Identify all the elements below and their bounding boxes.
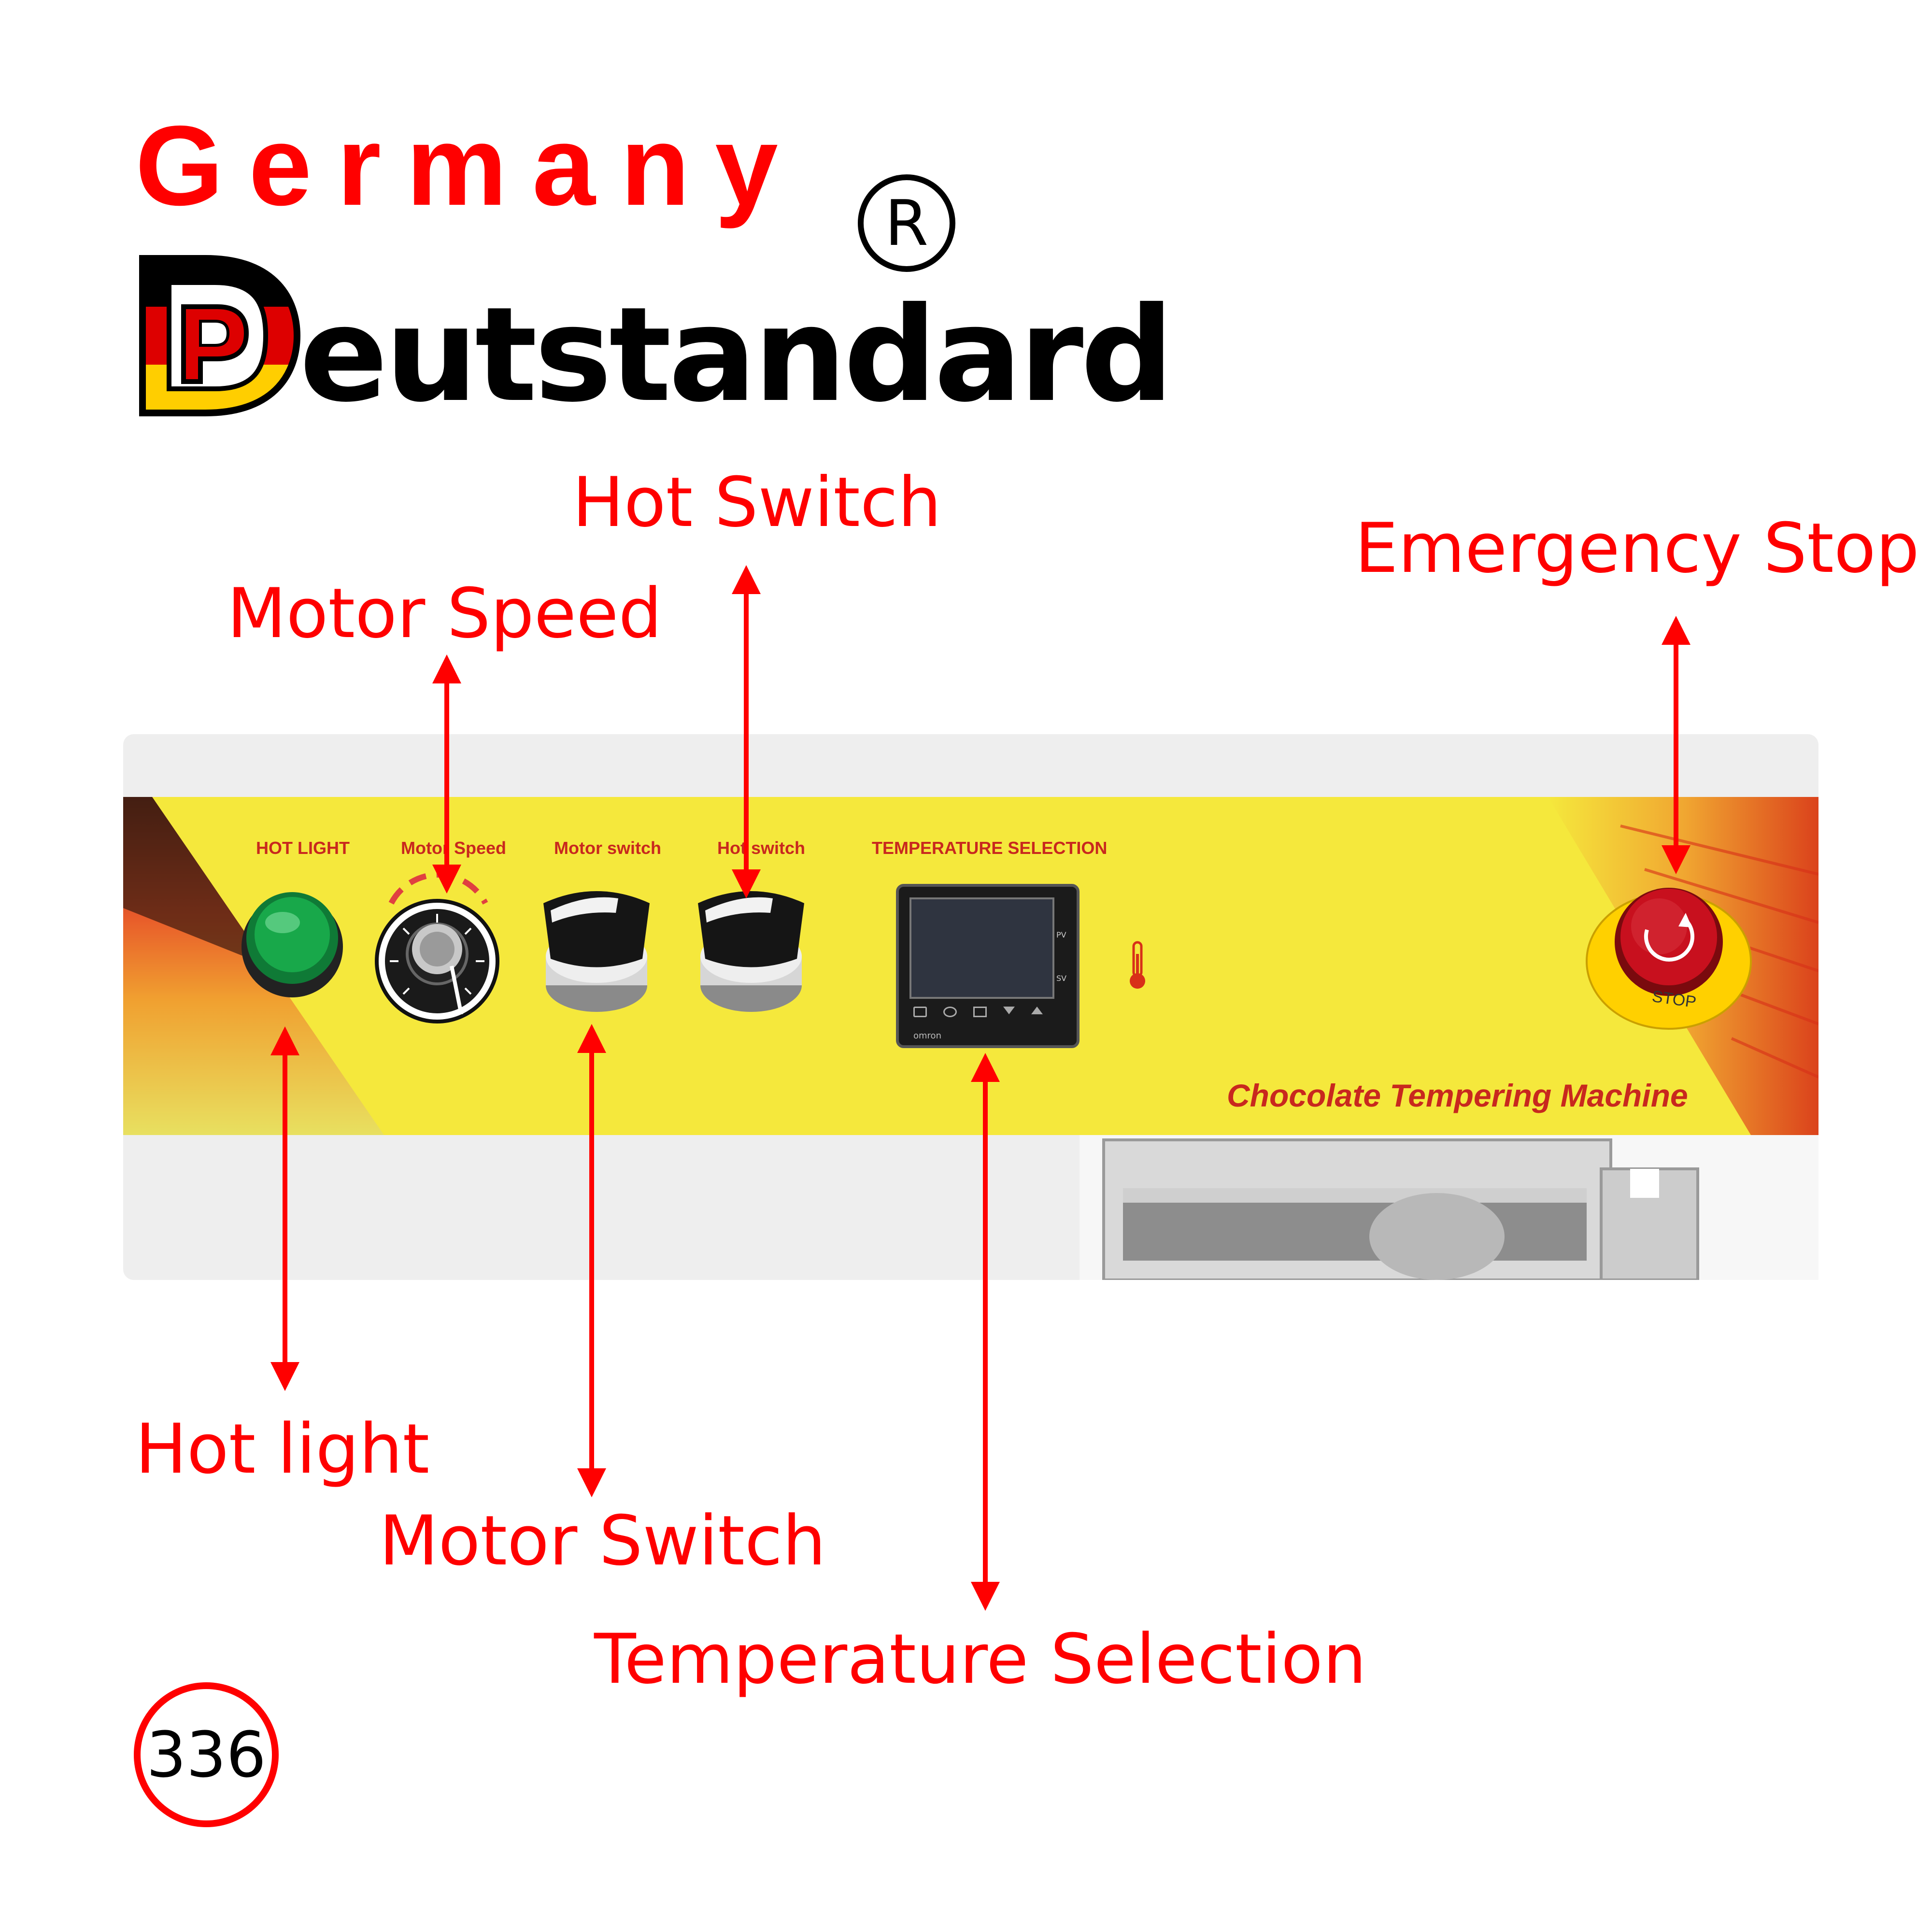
control-panel: HOT LIGHT Motor Speed Motor switch Hot s… [123, 797, 1818, 1135]
controller-keypad [913, 1007, 1043, 1017]
motor-switch-knob[interactable] [534, 884, 659, 1024]
thermometer-icon [1130, 941, 1145, 989]
controller-key-down-icon[interactable] [1003, 1007, 1015, 1014]
temperature-controller[interactable]: PV SV omron [896, 884, 1080, 1048]
controller-brand: omron [913, 1031, 941, 1041]
controller-key-mode-icon[interactable] [913, 1007, 927, 1017]
hot-light-lamp [242, 892, 343, 997]
number-badge: 336 [134, 1682, 279, 1827]
callout-emergency-stop: Emergency Stop [1355, 509, 1919, 588]
controller-key-level-icon[interactable] [943, 1007, 957, 1017]
panel-label-motor-switch: Motor switch [554, 838, 661, 858]
registered-mark: ® R [856, 172, 957, 274]
chrome-bracket-icon [1102, 1138, 1699, 1280]
brand-germany-text: Germany [135, 102, 803, 229]
hot-switch-knob[interactable] [688, 884, 814, 1024]
sv-indicator: SV [1056, 974, 1067, 983]
number-badge-text: 336 [146, 1718, 267, 1791]
registered-circle-icon [858, 174, 955, 272]
panel-footer-title: Chocolate Tempering Machine [1227, 1078, 1688, 1113]
panel-label-hot-switch: Hot switch [717, 838, 806, 858]
callout-motor-speed: Motor Speed [227, 574, 662, 653]
callout-motor-switch: Motor Switch [379, 1501, 826, 1581]
pv-indicator: PV [1056, 930, 1066, 939]
callout-hot-light: Hot light [135, 1409, 430, 1489]
panel-label-hot-light: HOT LIGHT [256, 838, 350, 858]
callout-temperature-selection: Temperature Selection [594, 1619, 1367, 1699]
brand-deutstandard-text: eutstandard [299, 279, 1174, 431]
temperature-display [909, 897, 1054, 999]
emergency-stop-button[interactable] [1582, 874, 1756, 1034]
controller-key-shift-icon[interactable] [973, 1007, 987, 1017]
panel-label-motor-speed: Motor Speed [401, 838, 507, 858]
motor-speed-dial[interactable] [365, 869, 505, 1024]
callout-hot-switch: Hot Switch [572, 463, 941, 542]
brand-d-logo-icon [139, 255, 301, 416]
controller-key-up-icon[interactable] [1031, 1007, 1043, 1014]
registered-r-icon: R [884, 186, 929, 260]
panel-label-temperature-selection: TEMPERATURE SELECTION [872, 838, 1108, 858]
